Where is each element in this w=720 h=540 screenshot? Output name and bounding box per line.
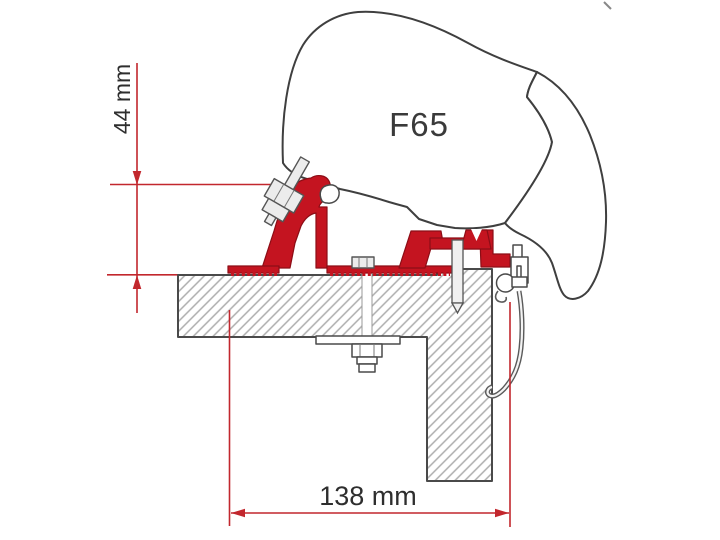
tilted-bolt-tip xyxy=(263,213,277,227)
dim-height-label: 44 mm xyxy=(109,64,135,134)
rail-stem xyxy=(512,244,523,259)
adapter-bracket-right xyxy=(398,229,511,269)
vertical-bolt-head xyxy=(351,256,375,269)
center-bolt-through-roof xyxy=(315,269,401,373)
dim-height-arrow-down xyxy=(132,171,142,185)
washer-plate xyxy=(315,335,401,345)
model-label: F65 xyxy=(389,106,449,143)
dim-height: 44 mm xyxy=(109,63,142,313)
dim-width-label: 138 mm xyxy=(319,481,417,511)
awning-front-shell xyxy=(504,71,608,300)
dim-width-arrow-left xyxy=(231,508,245,518)
dim-height-arrow-up xyxy=(132,275,142,289)
screw-tip xyxy=(450,302,465,315)
awning-rail-lip xyxy=(319,184,340,204)
roof-section-hatched xyxy=(177,268,493,482)
rain-guard-strap-inner xyxy=(486,290,524,398)
hex-nut xyxy=(351,343,383,358)
stray-mark xyxy=(603,1,612,10)
clamp-hook-assembly xyxy=(485,244,529,399)
clamp-curl xyxy=(494,290,508,303)
fixing-screw xyxy=(450,239,465,315)
dim-width: 138 mm xyxy=(228,302,511,527)
knuckle-notch xyxy=(471,229,482,241)
clamp-stem xyxy=(511,276,528,288)
tilted-bolt xyxy=(261,156,311,227)
dim-width-arrow-right xyxy=(495,508,509,518)
